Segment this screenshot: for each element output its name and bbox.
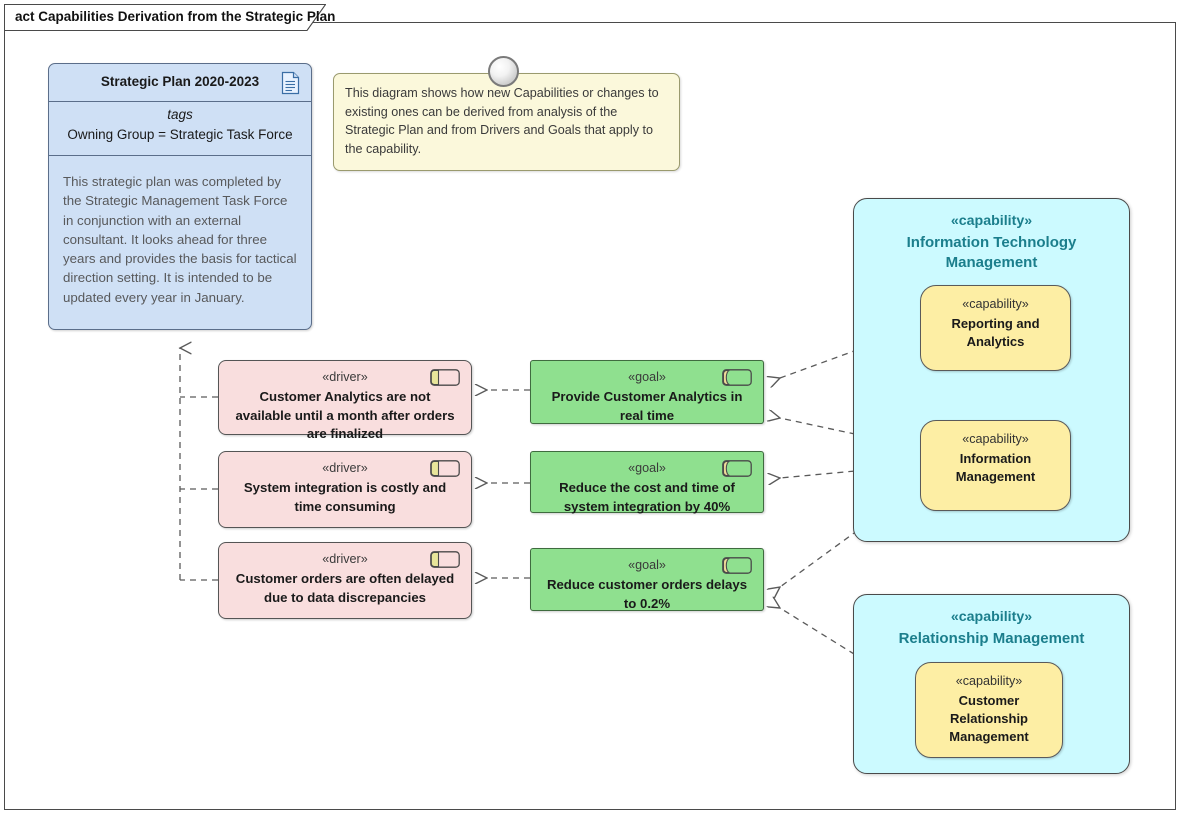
driver-stereotype: «driver» (322, 370, 368, 384)
capability-child-stereotype: «capability» (962, 432, 1029, 446)
driver-name: Customer Analytics are not available unt… (235, 389, 455, 441)
note-anchor-icon (488, 56, 519, 87)
strategic-plan-element[interactable]: Strategic Plan 2020-2023 tags Owning Gro… (48, 63, 312, 330)
title-tab-shape (4, 4, 326, 31)
goal-name: Provide Customer Analytics in real time (551, 389, 743, 423)
capability-title: Information Technology Management (906, 234, 1077, 271)
document-icon (281, 71, 300, 95)
driver-stereotype: «driver» (322, 461, 368, 475)
capability-child-name: Customer Relationship Management (949, 693, 1029, 744)
capability-title: Relationship Management (898, 630, 1085, 647)
diagram-title: act Capabilities Derivation from the Str… (15, 9, 336, 24)
tags-label: tags (167, 107, 193, 122)
goal-name: Reduce the cost and time of system integ… (559, 480, 735, 514)
capability-child-stereotype: «capability» (962, 297, 1029, 311)
capability-child-name: Information Management (955, 451, 1036, 484)
capability-child-name: Reporting and Analytics (951, 316, 1040, 349)
goal-element-3[interactable]: «goal» Reduce customer orders delays to … (530, 548, 764, 611)
goal-element-1[interactable]: «goal» Provide Customer Analytics in rea… (530, 360, 764, 424)
capability-stereotype: «capability» (950, 609, 1033, 625)
tags-value: Owning Group = Strategic Task Force (67, 127, 293, 142)
driver-motivation-icon (430, 551, 460, 568)
capability-stereotype: «capability» (950, 213, 1033, 229)
note-text: This diagram shows how new Capabilities … (345, 86, 659, 156)
goal-stereotype: «goal» (628, 461, 666, 475)
driver-element-1[interactable]: «driver» Customer Analytics are not avai… (218, 360, 472, 441)
capability-child-reporting-and-analytics[interactable]: «capability» Reporting and Analytics (920, 285, 1071, 371)
strategic-plan-description: This strategic plan was completed by the… (63, 174, 297, 305)
capability-child-customer-relationship-management[interactable]: «capability» Customer Relationship Manag… (915, 662, 1063, 758)
goal-motivation-icon (722, 369, 752, 386)
strategic-plan-title: Strategic Plan 2020-2023 (100, 74, 260, 89)
capability-child-information-management[interactable]: «capability» Information Management (920, 420, 1071, 511)
driver-motivation-icon (430, 369, 460, 386)
capability-child-stereotype: «capability» (955, 674, 1023, 688)
driver-element-3[interactable]: «driver» Customer orders are often delay… (218, 542, 472, 619)
goal-stereotype: «goal» (628, 370, 666, 384)
goal-stereotype: «goal» (628, 558, 666, 572)
goal-motivation-icon (722, 460, 752, 477)
driver-motivation-icon (430, 460, 460, 477)
strategic-plan-tags-compartment: tags Owning Group = Strategic Task Force (49, 102, 311, 156)
goal-element-2[interactable]: «goal» Reduce the cost and time of syste… (530, 451, 764, 514)
diagram-note[interactable]: This diagram shows how new Capabilities … (333, 73, 680, 171)
driver-element-2[interactable]: «driver» System integration is costly an… (218, 451, 472, 528)
goal-motivation-icon (722, 557, 752, 574)
driver-name: Customer orders are often delayed due to… (235, 571, 455, 605)
driver-name: System integration is costly and time co… (243, 480, 447, 514)
strategic-plan-header: Strategic Plan 2020-2023 (49, 64, 311, 102)
driver-stereotype: «driver» (322, 552, 368, 566)
goal-name: Reduce customer orders delays to 0.2% (546, 577, 748, 611)
diagram-title-tab: act Capabilities Derivation from the Str… (4, 4, 335, 31)
